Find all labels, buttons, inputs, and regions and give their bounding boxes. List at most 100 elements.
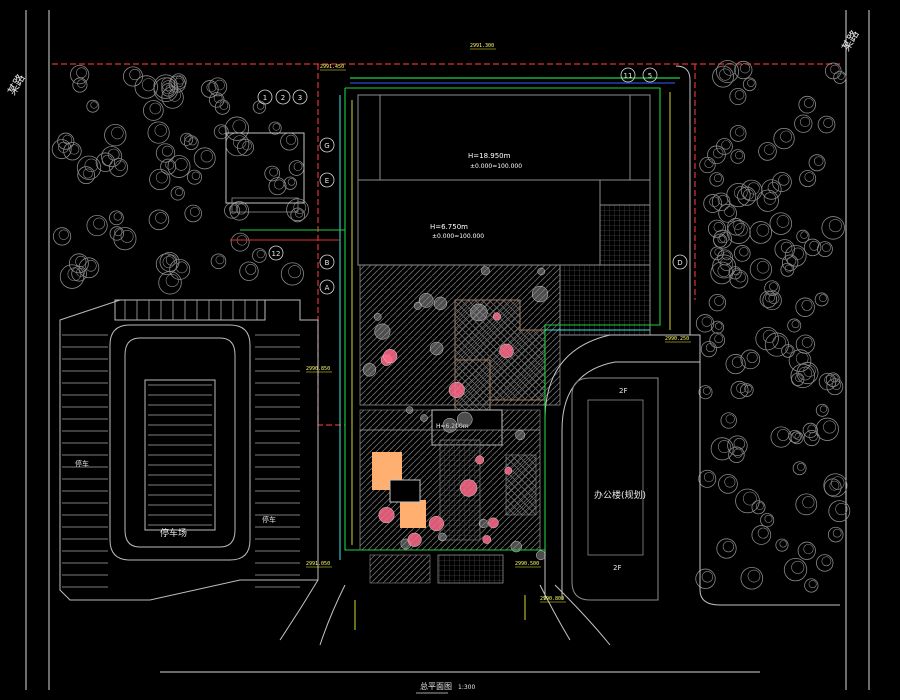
tree-symbol (710, 437, 734, 461)
tree-symbol (280, 132, 299, 151)
shrub-symbol (420, 414, 428, 422)
shrub-symbol (478, 518, 488, 529)
shrub-symbol (488, 517, 499, 529)
tree-symbol (803, 429, 820, 447)
tree-symbol (280, 262, 304, 286)
tree-symbol (200, 80, 219, 98)
tree-symbol (791, 372, 805, 387)
tree-symbol (52, 227, 72, 246)
shrub-symbol (405, 406, 414, 414)
shrub-symbol (482, 535, 492, 544)
shrub-symbol (492, 312, 501, 321)
tree-symbol (730, 149, 746, 164)
tree-symbol (143, 100, 164, 121)
mid-hall-height: H=6.750m (430, 223, 468, 231)
tree-symbol (170, 186, 185, 201)
tree-symbol (51, 139, 72, 160)
elevation-tag: 2991.050 (306, 561, 330, 567)
shrub-symbol (383, 349, 398, 364)
tree-symbol (720, 412, 737, 429)
tree-symbol (710, 246, 724, 261)
tree-symbol (760, 513, 775, 528)
shrub-symbol (536, 550, 546, 561)
svg-text:3: 3 (298, 94, 302, 102)
tree-symbol (72, 77, 88, 93)
axis-bubble: B (319, 254, 335, 270)
elevation-tag: 2990.500 (515, 561, 539, 567)
tree-symbol (751, 500, 766, 515)
tree-symbol (695, 568, 716, 589)
tree-symbol (695, 314, 715, 333)
svg-text:2: 2 (281, 94, 285, 102)
shrub-symbol (428, 515, 444, 532)
tree-symbol (783, 557, 808, 582)
tree-symbol (288, 160, 305, 176)
tree-symbol (799, 170, 817, 188)
tree-symbol (751, 525, 772, 545)
shrub-symbol (438, 532, 447, 542)
shrub-symbol (531, 285, 549, 303)
tree-symbol (828, 500, 851, 523)
elevation-tag: 2990.250 (665, 336, 689, 342)
shrub-symbol (373, 313, 382, 321)
tree-symbol (755, 326, 779, 351)
tree-symbol (827, 526, 844, 543)
tree-symbol (264, 165, 281, 182)
tree-symbol (795, 493, 818, 516)
svg-text:D: D (677, 259, 682, 267)
parking-side-right-label: 停车 (262, 515, 276, 524)
axis-bubble: 2 (275, 89, 291, 105)
tree-symbol (101, 146, 123, 168)
shrub-symbol (429, 341, 444, 356)
tree-symbol (225, 132, 250, 157)
axis-bubble: 12 (268, 245, 284, 261)
elevation-tag: 2991.450 (320, 64, 344, 70)
shrub-symbol (537, 267, 546, 276)
tree-symbol (718, 474, 738, 494)
office-building (571, 377, 659, 601)
tree-symbol (153, 74, 178, 99)
tree-belt-left (51, 64, 309, 295)
shrub-symbol (510, 540, 522, 553)
tree-symbol (742, 77, 757, 92)
shrub-symbol (515, 430, 526, 441)
axis-bubble: G (319, 137, 335, 153)
svg-text:5: 5 (648, 72, 652, 80)
tree-symbol (57, 132, 75, 150)
tree-symbol (167, 155, 191, 178)
parking-lot-label: 停车场 (160, 527, 187, 539)
tree-symbol (700, 341, 717, 358)
tree-symbol (148, 209, 170, 231)
tree-symbol (230, 232, 250, 252)
tree-symbol (208, 77, 228, 97)
tree-symbol (698, 385, 713, 400)
tree-symbol (735, 488, 760, 514)
tree-symbol (816, 554, 834, 572)
tree-symbol (814, 292, 829, 307)
tree-symbol (773, 127, 795, 150)
shrub-symbol (499, 343, 514, 359)
shrub-symbol (480, 266, 490, 276)
tree-symbol (268, 177, 287, 196)
tree-symbol (709, 332, 726, 349)
tree-symbol (764, 280, 780, 296)
tree-symbol (808, 154, 826, 172)
svg-text:12: 12 (272, 250, 281, 258)
tree-symbol (821, 216, 845, 240)
tree-symbol (824, 62, 842, 80)
tree-symbol (708, 293, 727, 312)
tree-symbol (761, 179, 782, 200)
pipe-network (230, 77, 680, 630)
tree-symbol (729, 125, 747, 142)
tree-symbol (734, 60, 753, 80)
svg-text:E: E (325, 177, 329, 185)
tree-symbol (710, 261, 734, 285)
tree-symbol (770, 426, 792, 448)
tree-symbol (815, 417, 839, 441)
tree-symbol (740, 349, 761, 370)
shrub-symbol (378, 506, 395, 524)
tree-symbol (213, 124, 229, 140)
tree-symbol (716, 538, 737, 559)
